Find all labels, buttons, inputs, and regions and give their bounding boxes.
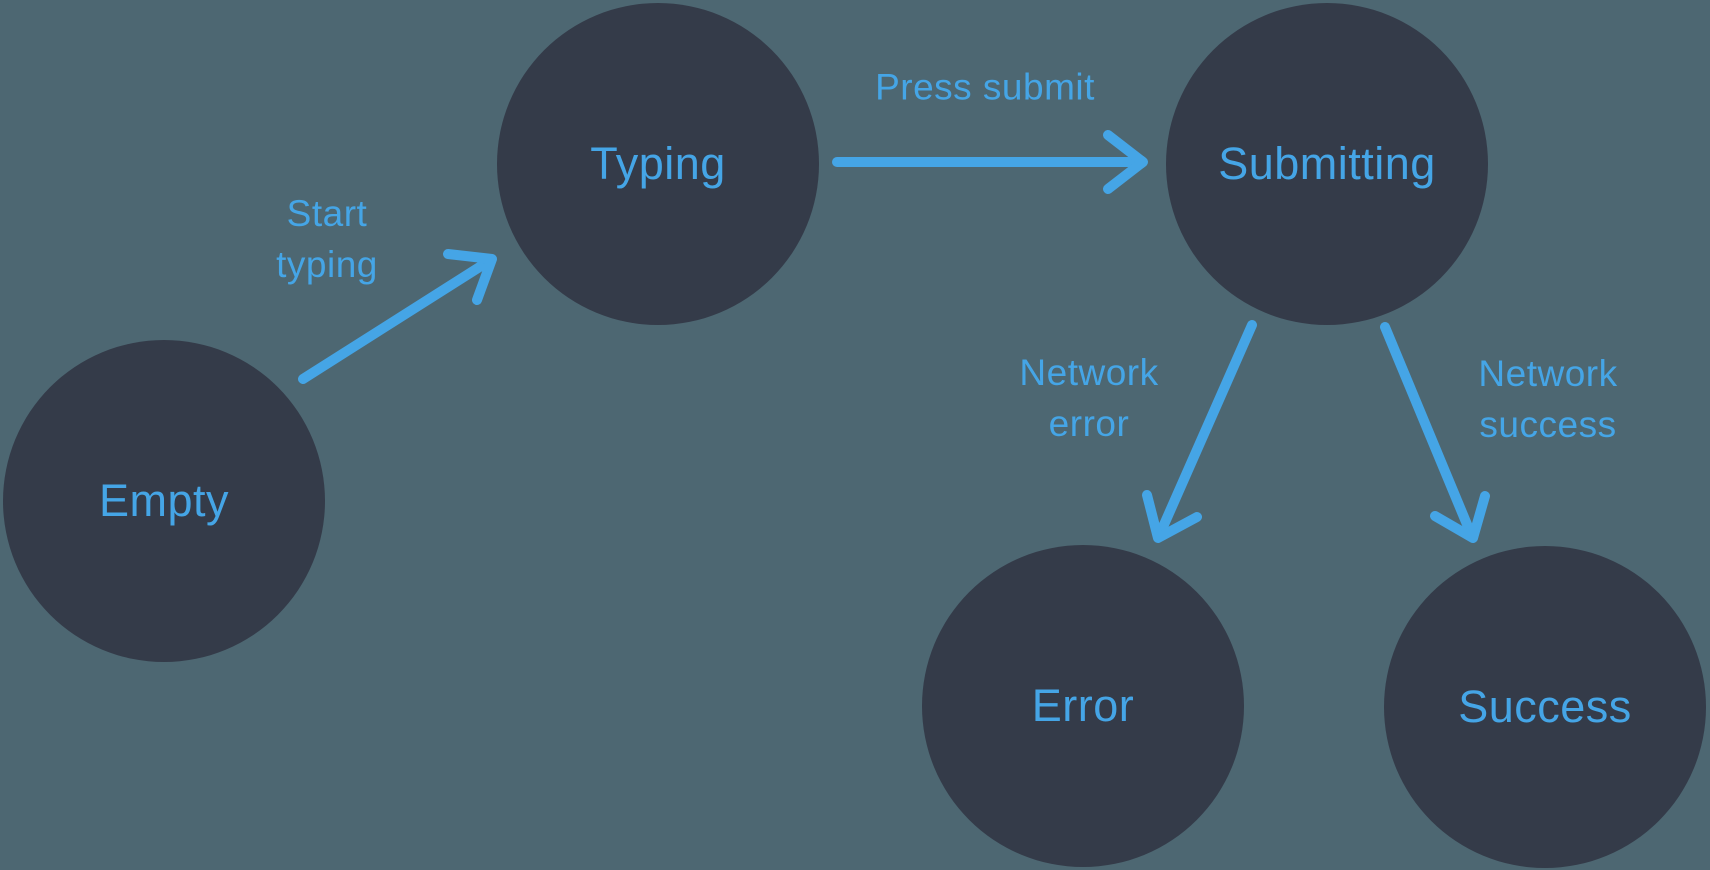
edge-label-line: Press submit (875, 66, 1095, 108)
state-label-submitting: Submitting (1218, 138, 1436, 189)
edge-press-submit-arrow (832, 130, 1148, 194)
state-label-error: Error (1031, 680, 1135, 731)
edge-network-error-arrow (1142, 320, 1257, 543)
state-node-submitting: Submitting (1166, 3, 1488, 325)
arrow-head-icon (443, 249, 497, 305)
state-node-typing: Typing (497, 3, 819, 325)
edge-network-success-arrow (1380, 322, 1490, 543)
arrow-head-icon (1103, 130, 1148, 194)
arrow-shaft (1154, 320, 1257, 541)
arrow-head-icon (1430, 491, 1490, 543)
state-label-typing: Typing (590, 138, 726, 189)
arrow-shaft (1380, 322, 1476, 539)
edge-label-line: Network (1478, 353, 1618, 394)
edge-label-network-success: Network success (1478, 348, 1617, 450)
edge-label-start-typing: Start typing (276, 188, 378, 290)
state-node-success: Success (1384, 546, 1706, 868)
state-node-empty: Empty (3, 340, 325, 662)
edge-label-line: Network (1019, 352, 1159, 393)
edge-label-press-submit: Press submit (875, 62, 1095, 113)
edge-label-line: error (1048, 403, 1130, 444)
arrow-head-icon (1142, 490, 1202, 543)
edge-label-line: typing (276, 244, 378, 285)
edge-label-network-error: Network error (1019, 347, 1158, 449)
state-label-success: Success (1458, 681, 1632, 732)
state-node-error: Error (922, 545, 1244, 867)
edge-label-line: success (1479, 404, 1617, 445)
edge-label-line: Start (286, 193, 368, 234)
state-label-empty: Empty (98, 475, 230, 526)
